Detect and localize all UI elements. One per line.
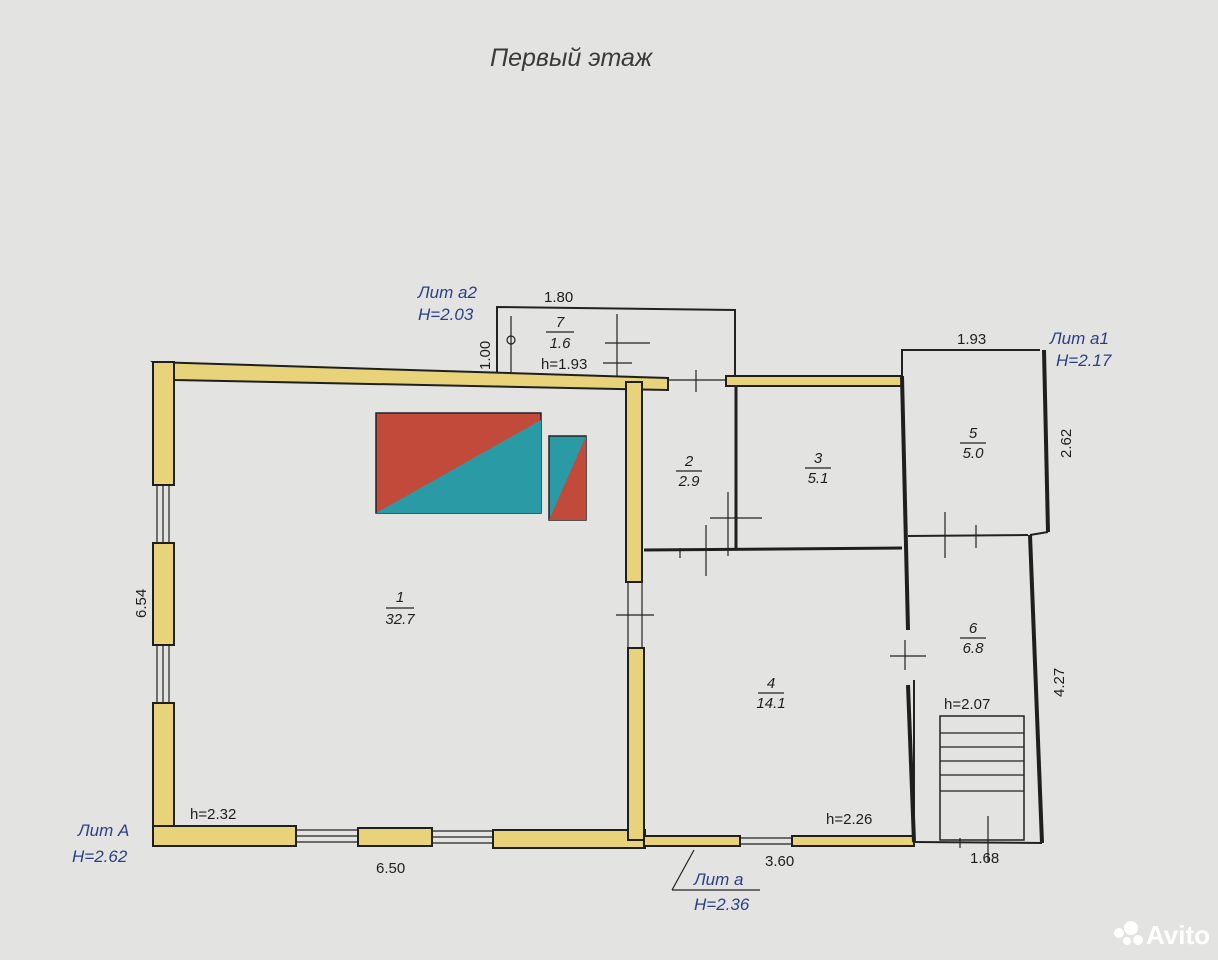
dim-top-a2: 1.80 [544,289,573,306]
dim-left-main: 6.54 [133,589,150,618]
floor-title: Первый этаж [490,44,654,72]
main-walls [150,360,915,849]
liter-A-name: Лит А [77,821,129,840]
height-room7: h=1.93 [541,356,587,373]
room-1-label: 1 32.7 [385,589,415,628]
dim-side-a1: 2.62 [1058,429,1075,458]
svg-text:6: 6 [969,620,978,637]
svg-text:1: 1 [396,589,404,606]
room-4-label: 4 14.1 [756,675,785,712]
height-main: h=2.32 [190,806,236,823]
room-7-label: 7 1.6 [546,314,574,352]
svg-text:2: 2 [684,453,694,470]
liter-a2-name: Лит а2 [417,283,477,302]
svg-text:4: 4 [767,675,775,692]
room-6-label: 6 6.8 [960,620,986,657]
svg-text:7: 7 [556,314,565,331]
height-stairs: h=2.07 [944,696,990,713]
windows [156,485,792,845]
dim-top-a1: 1.93 [957,331,986,348]
dim-bottom-lit-a: 3.60 [765,853,794,870]
liter-a2-height: H=2.03 [418,305,474,324]
dim-bottom-main: 6.50 [376,860,405,877]
porch-room-6 [913,534,1044,844]
height-room4: h=2.26 [826,811,872,828]
svg-text:3: 3 [814,450,823,467]
liter-a1-height: H=2.17 [1056,351,1112,370]
liter-A-height: H=2.62 [72,847,128,866]
liter-a-height: H=2.36 [694,895,750,914]
room-5-label: 5 5.0 [960,425,986,462]
svg-text:5.0: 5.0 [963,445,985,462]
annex-a1 [901,349,1050,558]
svg-text:6.8: 6.8 [963,640,985,657]
svg-text:14.1: 14.1 [756,695,785,712]
watermark-logo: Avito [1114,920,1210,950]
room-3-label: 3 5.1 [805,450,831,487]
svg-text:1.6: 1.6 [550,335,572,352]
liter-a-name: Лит а [693,870,743,889]
svg-text:5: 5 [969,425,978,442]
svg-text:32.7: 32.7 [385,611,415,628]
interior-walls [643,370,926,843]
watermark-text: Avito [1146,920,1210,950]
stairs [939,715,1025,862]
svg-text:2.9: 2.9 [678,473,701,490]
svg-text:5.1: 5.1 [808,470,829,487]
dim-right-porch: 4.27 [1051,668,1068,697]
room-2-label: 2 2.9 [676,453,702,490]
liter-a1-name: Лит а1 [1049,329,1109,348]
dim-side-a2: 1.00 [477,341,494,370]
dim-bottom-porch: 1.68 [970,850,999,867]
stove [375,412,587,521]
annex-a2 [496,305,736,378]
